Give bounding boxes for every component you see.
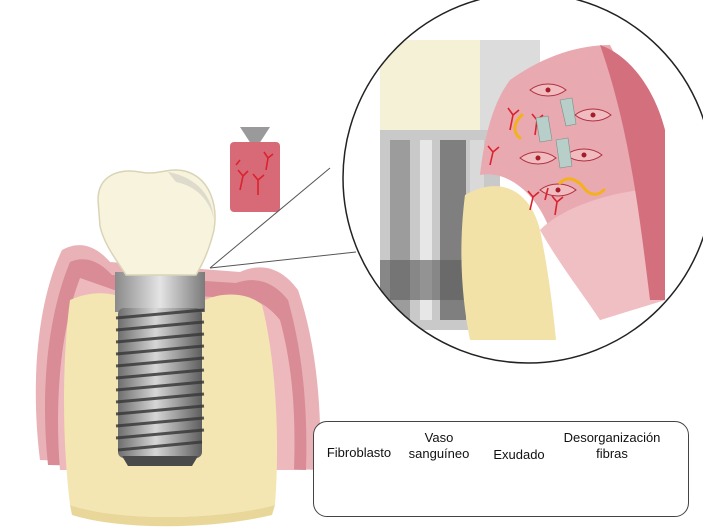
legend-label-fibroblast: Fibroblasto — [324, 445, 394, 461]
legend-label-vessel-line1: Vaso — [404, 430, 474, 446]
legend-label-fibers-line2: fibras — [552, 446, 672, 462]
legend-label-exudate: Exudado — [484, 447, 554, 463]
prosthetic-crown — [98, 170, 215, 275]
dental-implant — [115, 272, 205, 466]
legend-label-vessel-line2: sanguíneo — [404, 446, 474, 462]
biopsy-sample — [230, 127, 280, 212]
legend-label-fibers-line1: Desorganización — [552, 430, 672, 446]
magnified-view — [343, 0, 703, 363]
